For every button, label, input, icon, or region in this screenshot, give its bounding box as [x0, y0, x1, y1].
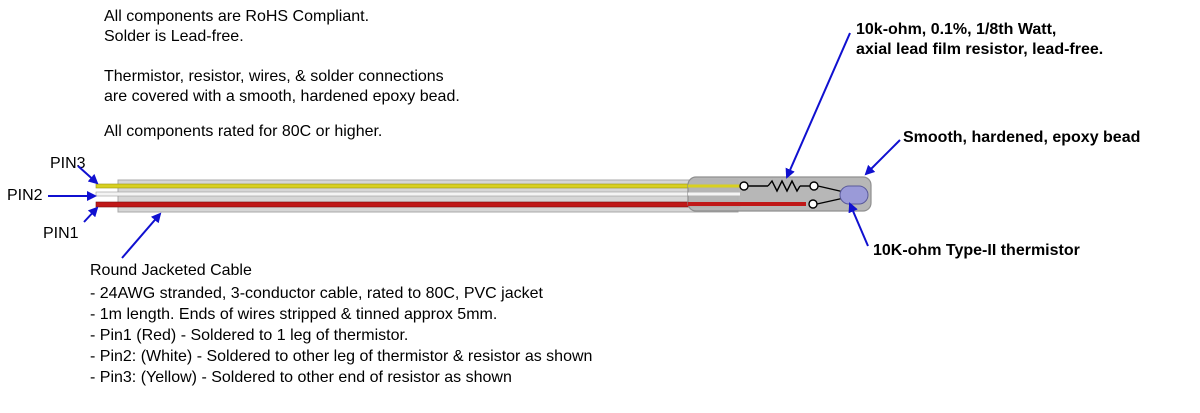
- resistor-arrow: [785, 32, 851, 179]
- note-covered: Thermistor, resistor, wires, & solder co…: [104, 68, 444, 85]
- pin1-arrow: [83, 206, 99, 223]
- cable-arrow: [121, 212, 162, 259]
- thermistor-label: 10K-ohm Type-II thermistor: [873, 242, 1080, 259]
- wire-yellow: [95, 183, 741, 189]
- cable-spec-4: - Pin2: (White) - Soldered to other leg …: [90, 348, 593, 365]
- cable-spec-5: - Pin3: (Yellow) - Soldered to other end…: [90, 369, 512, 386]
- note-epoxy: are covered with a smooth, hardened epox…: [104, 88, 460, 105]
- note-rating: All components rated for 80C or higher.: [104, 123, 383, 140]
- bead-arrow: [864, 139, 901, 176]
- thermistor-arrow: [848, 202, 869, 247]
- resistor: [739, 179, 819, 193]
- cable-spec-3: - Pin1 (Red) - Soldered to 1 leg of ther…: [90, 327, 409, 344]
- pin3-label: PIN3: [50, 155, 86, 172]
- cable-spec-1: - 24AWG stranded, 3-conductor cable, rat…: [90, 285, 543, 302]
- pin1-label: PIN1: [43, 225, 79, 242]
- wire-white: [95, 191, 741, 197]
- resistor-label-line1: 10k-ohm, 0.1%, 1/8th Watt,: [856, 21, 1057, 38]
- wire-red: [95, 201, 741, 208]
- cable-spec-2: - 1m length. Ends of wires stripped & ti…: [90, 306, 498, 323]
- note-rohs: All components are RoHS Compliant.: [104, 8, 370, 25]
- resistor-label-line2: axial lead film resistor, lead-free.: [856, 41, 1104, 58]
- bead-label: Smooth, hardened, epoxy bead: [903, 129, 1141, 146]
- pin3-arrow: [77, 165, 99, 185]
- note-lead-free: Solder is Lead-free.: [104, 28, 244, 45]
- cable-title: Round Jacketed Cable: [90, 262, 252, 279]
- pin2-label: PIN2: [7, 187, 43, 204]
- thermistor: [808, 185, 869, 209]
